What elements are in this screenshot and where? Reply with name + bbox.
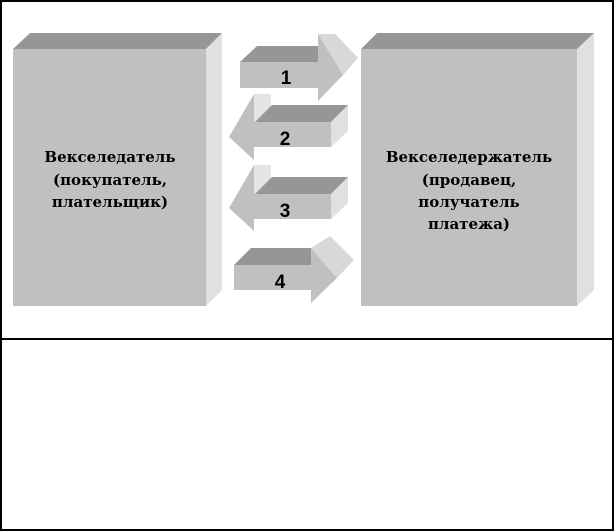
holder-box: Векселедержатель (продавец, получатель п… [361,33,594,306]
arrow-1-label: 1 [281,68,292,89]
diagram-frame-bottom [0,338,614,531]
holder-line-1: Векселедержатель [386,148,552,166]
drawer-line-2: (покупатель, [53,171,167,189]
arrow-4-right: 4 [234,236,354,303]
arrow-4-label: 4 [275,272,286,293]
arrow-3-left: 3 [229,165,348,231]
arrow-2-label: 2 [280,129,291,150]
arrow-1-right: 1 [240,34,358,101]
arrow-2-left: 2 [229,94,348,160]
drawer-box: Векселедатель (покупатель, плательщик) [13,33,222,306]
holder-line-3: получатель [418,193,519,211]
holder-line-2: (продавец, [422,171,517,189]
arrow-3-label: 3 [280,201,291,222]
diagram-canvas: Векселедатель (покупатель, плательщик) В… [13,33,594,306]
drawer-line-3: плательщик) [52,193,168,211]
holder-line-4: платежа) [428,215,510,233]
drawer-line-1: Векселедатель [44,148,175,166]
